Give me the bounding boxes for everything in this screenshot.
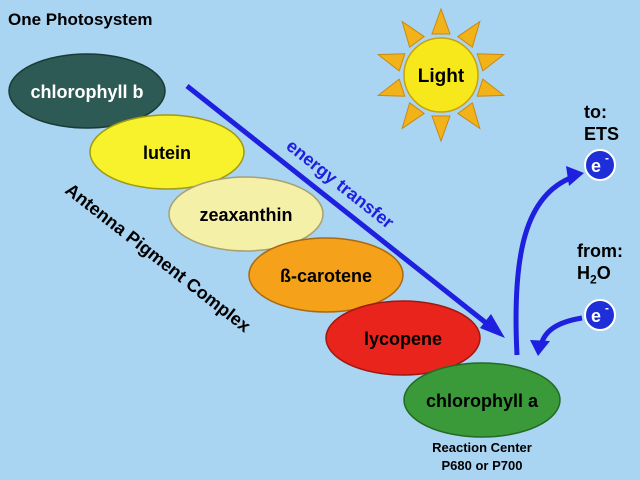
sun-ray	[456, 20, 481, 48]
pigment-label: lutein	[143, 143, 191, 163]
pigment-ellipse	[89, 114, 245, 190]
sun-ray	[476, 53, 506, 72]
electron-icon-bottom: e -	[584, 299, 616, 331]
pigment-label: ß-carotene	[280, 266, 372, 286]
pigment-label: chlorophyll b	[30, 82, 143, 102]
h2o-o: O	[596, 263, 611, 283]
energy-transfer-arrow	[185, 84, 497, 332]
reaction-center-line2: P680 or P700	[441, 458, 523, 473]
pigment-ellipse	[8, 53, 166, 129]
electron-charge: -	[605, 301, 609, 315]
pigment-ellipse	[168, 176, 324, 252]
sun-ray	[476, 78, 506, 97]
to-ets-line2: ETS	[584, 124, 620, 144]
sun-icon: Light	[376, 7, 506, 143]
electron-symbol: e	[591, 156, 601, 176]
pigment-label: zeaxanthin	[199, 205, 292, 225]
electron-icon-top: e -	[584, 149, 616, 181]
pigment-ellipse	[325, 300, 481, 376]
pigment-zeaxanthin: zeaxanthin	[168, 176, 324, 252]
pigment-label: lycopene	[364, 329, 442, 349]
electron-charge: -	[605, 151, 609, 165]
h2o-h: H	[577, 263, 590, 283]
energy-transfer-arrowhead	[480, 314, 505, 338]
pigment-lycopene: lycopene	[325, 300, 481, 376]
sun-disc	[403, 37, 479, 113]
electron-out-arrow	[513, 174, 574, 356]
pigment-ellipse	[248, 237, 404, 313]
pigment-chlorophyll-b: chlorophyll b	[8, 53, 166, 129]
to-ets-label: to: ETS	[584, 101, 619, 145]
pigment-label: chlorophyll a	[426, 391, 539, 411]
sun-ray	[376, 53, 406, 72]
electron-in-arrowhead	[530, 340, 550, 356]
from-h2o-line2: H2O	[577, 262, 623, 291]
pigment-beta-carotene: ß-carotene	[248, 237, 404, 313]
to-ets-line1: to:	[584, 102, 607, 122]
electron-out-arrowhead	[566, 166, 584, 186]
reaction-center-line1: Reaction Center	[432, 440, 532, 455]
pigment-lutein: lutein	[89, 114, 245, 190]
pigment-chlorophyll-a: chlorophyll a	[403, 362, 561, 438]
sun-ray	[431, 7, 451, 35]
from-h2o-label: from: H2O	[577, 240, 623, 291]
sun-ray	[376, 78, 406, 97]
electron-circle	[584, 149, 616, 181]
sun-rays	[376, 7, 506, 143]
sun-ray	[456, 102, 481, 130]
electron-symbol: e	[591, 306, 601, 326]
diagram-title: One Photosystem	[8, 10, 153, 29]
h2o-subscript: 2	[590, 272, 597, 287]
sun-label: Light	[418, 66, 465, 87]
sun-ray	[401, 20, 426, 48]
pigment-ellipse	[403, 362, 561, 438]
sun-ray	[401, 102, 426, 130]
sun-ray	[431, 115, 451, 143]
from-h2o-line1: from:	[577, 241, 623, 261]
electron-circle	[584, 299, 616, 331]
